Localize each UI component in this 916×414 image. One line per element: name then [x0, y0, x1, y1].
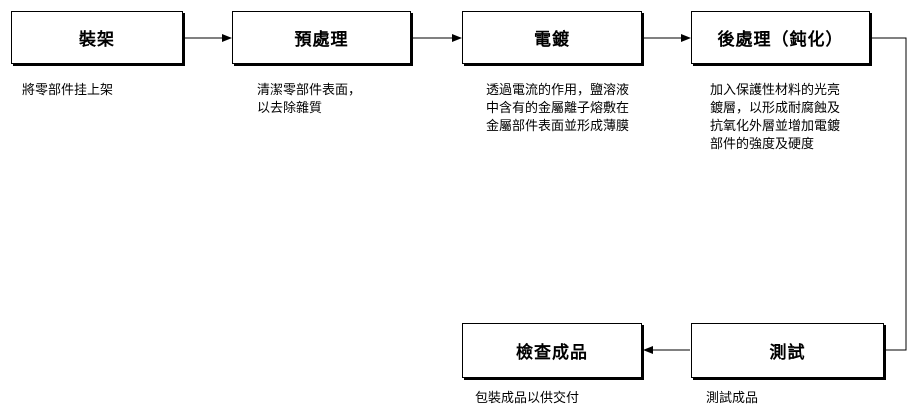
- step-box-mounting: 裝架: [11, 11, 183, 64]
- description-line: 金屬部件表面並形成薄膜: [486, 119, 630, 134]
- step-label: 電鍍: [534, 30, 570, 50]
- description-line: 以去除雜質: [257, 101, 323, 116]
- step-box-electroplating: 電鍍: [462, 11, 642, 64]
- connector-step4-to-step5: [870, 37, 907, 351]
- step-label: 預處理: [294, 30, 349, 50]
- description-line: 透過電流的作用，鹽溶液: [486, 83, 630, 98]
- description-line: 抗氧化外層並增加電鍍: [710, 119, 841, 134]
- step-description-electroplating: 透過電流的作用，鹽溶液 中含有的金屬離子熔敷在 金屬部件表面並形成薄膜: [486, 82, 629, 136]
- step-box-posttreatment: 後處理（鈍化）: [691, 11, 870, 64]
- description-line: 將零部件挂上架: [22, 83, 114, 98]
- step-box-pretreatment: 預處理: [232, 11, 411, 64]
- description-line: 加入保護性材料的光亮: [710, 83, 841, 98]
- description-line: 部件的強度及硬度: [710, 137, 815, 152]
- description-line: 測試成品: [706, 391, 759, 406]
- step-description-testing: 測試成品: [706, 390, 758, 408]
- step-description-mounting: 將零部件挂上架: [22, 82, 113, 100]
- step-label: 後處理（鈍化）: [717, 30, 844, 50]
- step-box-testing: 測試: [691, 323, 884, 378]
- step-box-final-inspection: 檢查成品: [462, 323, 642, 378]
- step-label: 測試: [769, 343, 806, 363]
- step-description-posttreatment: 加入保護性材料的光亮 鍍層，以形成耐腐蝕及 抗氧化外層並增加電鍍 部件的強度及硬…: [710, 82, 840, 154]
- step-description-pretreatment: 清潔零部件表面， 以去除雜質: [257, 82, 361, 118]
- description-line: 清潔零部件表面，: [257, 83, 362, 98]
- step-label: 裝架: [79, 30, 115, 50]
- description-line: 中含有的金屬離子熔敷在: [486, 101, 630, 116]
- step-description-final-inspection: 包裝成品以供交付: [475, 390, 579, 408]
- step-label: 檢查成品: [516, 343, 588, 363]
- description-line: 包裝成品以供交付: [475, 391, 580, 406]
- description-line: 鍍層，以形成耐腐蝕及: [710, 101, 841, 116]
